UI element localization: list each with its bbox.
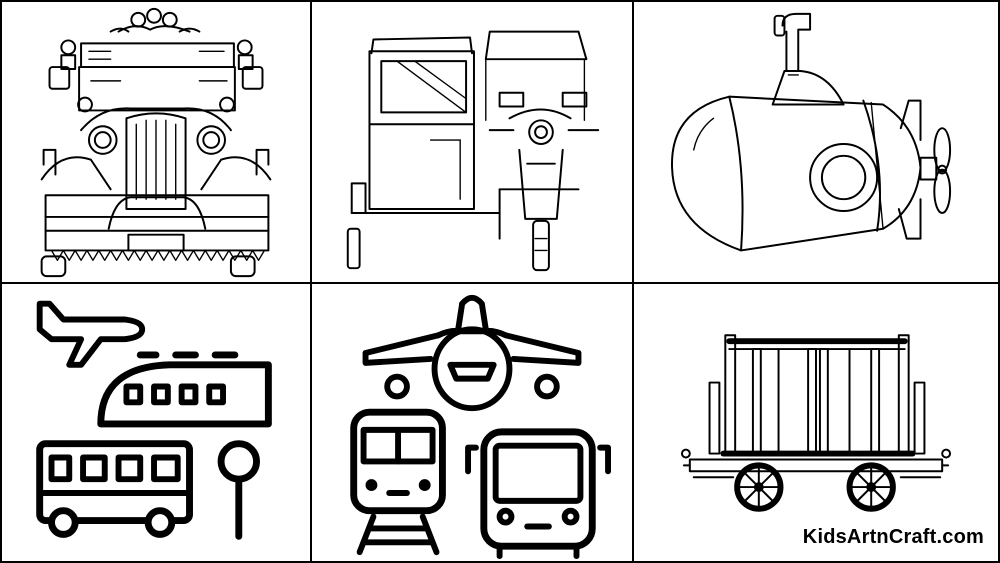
rail-wagon-icon	[680, 334, 952, 512]
jeepney-icon	[40, 7, 272, 278]
cell-rail-wagon: KidsArtnCraft.com	[632, 282, 1000, 563]
transport-set-icon	[36, 300, 272, 540]
submarine-icon	[671, 12, 952, 252]
cell-tricycle	[310, 0, 634, 284]
tricycle-icon	[346, 30, 600, 272]
cell-jeepney	[0, 0, 312, 284]
cell-airplane-train-bus	[310, 282, 634, 563]
watermark-text: KidsArtnCraft.com	[802, 526, 984, 548]
cell-transport-set	[0, 282, 312, 563]
airplane-train-bus-icon	[350, 294, 611, 560]
cell-submarine	[632, 0, 1000, 284]
